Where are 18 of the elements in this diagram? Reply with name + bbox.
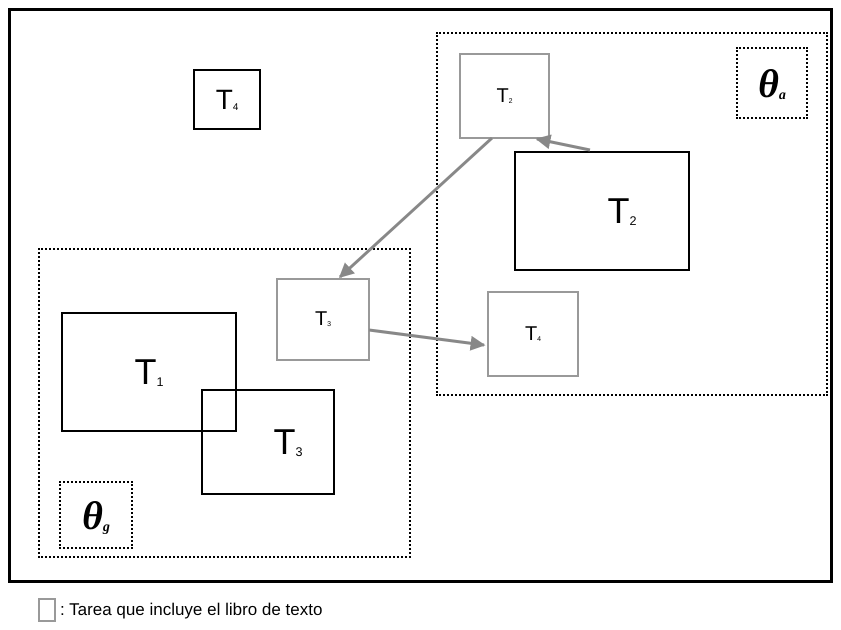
textbook-task-box [459, 53, 550, 139]
dotted-region [436, 32, 828, 396]
arrow [338, 136, 494, 278]
legend-text: : Tarea que incluye el libro de texto [60, 600, 322, 620]
task-box [201, 389, 335, 495]
arrow [368, 328, 486, 351]
dotted-region [38, 248, 411, 558]
parameter-label-box [59, 481, 133, 549]
task-box [514, 151, 690, 271]
textbook-task-box [487, 291, 579, 377]
task-box [193, 69, 261, 130]
task-label: T$_{4}$ [216, 84, 238, 116]
arrow [536, 134, 590, 152]
parameter-symbol: θ$_{a}$ [758, 60, 786, 106]
parameter-label-box [736, 47, 808, 119]
parameter-symbol: θ$_{g}$ [82, 492, 110, 538]
textbook-task-box [276, 278, 370, 361]
task-box [61, 312, 237, 432]
